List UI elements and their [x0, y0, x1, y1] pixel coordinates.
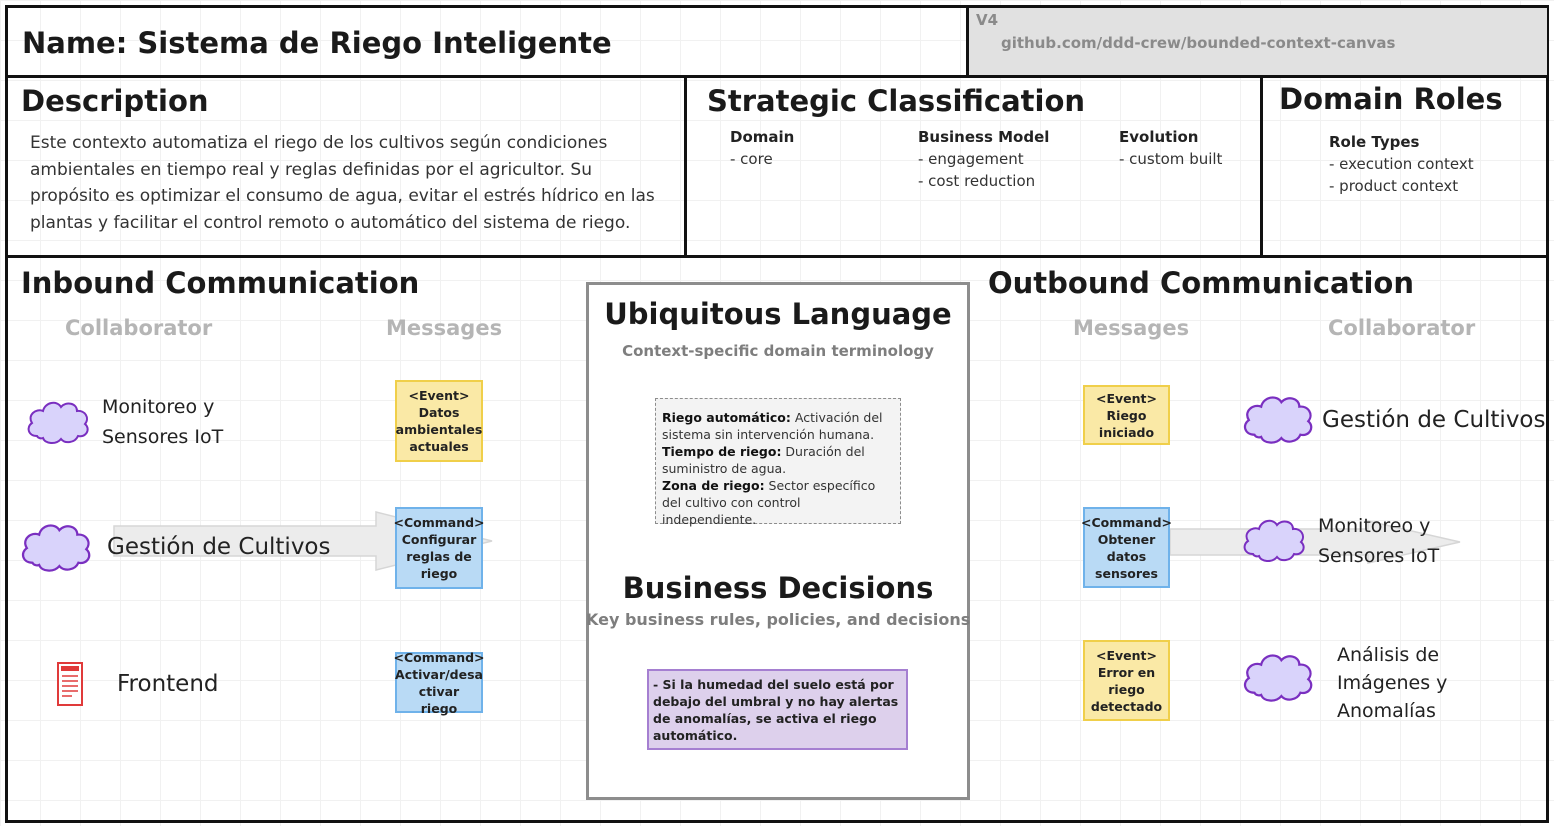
- outbound-collaborator-label: Gestión de Cultivos: [1322, 407, 1546, 433]
- description-title: Description: [21, 84, 209, 118]
- business-model-head: Business Model: [918, 128, 1050, 146]
- sticky-line: Riego: [1106, 407, 1147, 423]
- sticky-line: reglas de: [406, 549, 472, 564]
- frontend-icon: [57, 662, 83, 706]
- sticky-line: datos: [1106, 548, 1147, 564]
- sticky-type: <Command>: [393, 649, 485, 665]
- role-item: - product context: [1329, 177, 1459, 195]
- domain-item: - core: [730, 150, 773, 168]
- outbound-title: Outbound Communication: [988, 266, 1414, 300]
- inbound-collaborator-label: Sensores IoT: [102, 426, 224, 448]
- outbound-collaborator-label: Anomalías: [1337, 700, 1436, 722]
- outbound-collaborator-label: Sensores IoT: [1318, 545, 1440, 567]
- sticky-line: Datos: [418, 405, 460, 420]
- term-name: Zona de riego:: [662, 478, 765, 493]
- sticky-line: Configurar: [401, 532, 477, 547]
- inbound-collaborator-label: Frontend: [117, 671, 219, 697]
- sticky-line: actuales: [409, 439, 469, 454]
- sticky-line: ambientales: [395, 422, 483, 437]
- sticky-type: <Event>: [408, 388, 470, 403]
- canvas-frame: [5, 5, 1549, 823]
- inbound-collaborator-head: Collaborator: [65, 316, 213, 340]
- business-model-item: - engagement: [918, 150, 1024, 168]
- sticky-type: <Command>: [393, 515, 485, 530]
- sticky-line: iniciado: [1098, 424, 1155, 440]
- term-definition: Activación del sistema sin intervención …: [662, 410, 883, 442]
- divider-top-section: [5, 255, 1549, 258]
- cloud-icon: [1243, 654, 1313, 702]
- terminology-box: Riego automático: Activación del sistema…: [655, 398, 901, 527]
- outbound-command-sticky[interactable]: <Command> Obtener datos sensores: [1080, 507, 1173, 588]
- sticky-line: riego: [420, 566, 458, 581]
- cloud-icon: [1243, 396, 1313, 444]
- divider-version: [966, 5, 969, 77]
- business-model-item: - cost reduction: [918, 172, 1036, 190]
- inbound-title: Inbound Communication: [21, 266, 420, 300]
- ubiquitous-title: Ubiquitous Language: [604, 297, 952, 331]
- inbound-collaborator-label: Monitoreo y: [102, 396, 215, 418]
- term-name: Tiempo de riego:: [662, 444, 782, 459]
- outbound-messages-head: Messages: [1073, 316, 1190, 340]
- term-definition: Sector específico del cultivo con contro…: [662, 478, 876, 527]
- decision-note[interactable]: - Si la humedad del suelo está por debaj…: [647, 669, 908, 750]
- term-definition: Duración del suministro de agua.: [662, 444, 865, 476]
- sticky-line: Error en: [1097, 664, 1156, 680]
- version-label: V4: [976, 11, 999, 29]
- outbound-collaborator-label: Monitoreo y: [1318, 515, 1431, 537]
- term-entry: Zona de riego: Sector específico del cul…: [662, 477, 894, 528]
- sticky-line: Activar/desa: [395, 666, 483, 682]
- domain-roles-title: Domain Roles: [1279, 82, 1503, 116]
- evolution-head: Evolution: [1119, 128, 1199, 146]
- cloud-icon: [27, 401, 89, 444]
- domain-head: Domain: [730, 128, 795, 146]
- sticky-type: <Event>: [1096, 647, 1157, 663]
- sticky-line: sensores: [1095, 565, 1158, 581]
- sticky-line: detectado: [1090, 698, 1163, 714]
- inbound-collaborator-label: Gestión de Cultivos: [107, 534, 331, 560]
- divider-description: [684, 75, 687, 258]
- divider-strategic: [1260, 75, 1263, 258]
- outbound-event-sticky[interactable]: <Event> Riego iniciado: [1083, 385, 1170, 445]
- inbound-command-sticky[interactable]: <Command> Activar/desa ctivar riego: [393, 649, 485, 716]
- inbound-messages-head: Messages: [386, 316, 503, 340]
- outbound-arrow: [1169, 520, 1461, 564]
- inbound-event-sticky[interactable]: <Event> Datos ambientales actuales: [395, 380, 483, 462]
- role-item: - execution context: [1329, 155, 1474, 173]
- sticky-line: riego: [1108, 681, 1145, 697]
- sticky-type: <Command>: [1080, 514, 1173, 530]
- role-types-head: Role Types: [1329, 133, 1420, 151]
- cloud-icon: [21, 524, 91, 572]
- sticky-line: ctivar riego: [418, 683, 460, 716]
- cloud-icon: [1243, 519, 1305, 562]
- description-text: Este contexto automatiza el riego de los…: [30, 133, 655, 233]
- outbound-event-sticky[interactable]: <Event> Error en riego detectado: [1083, 640, 1170, 721]
- outbound-collaborator-label: Análisis de: [1337, 644, 1440, 666]
- term-name: Riego automático:: [662, 410, 791, 425]
- business-decisions-subtitle: Key business rules, policies, and decisi…: [586, 610, 971, 629]
- version-box: [968, 8, 1547, 77]
- business-decisions-title: Business Decisions: [622, 571, 934, 605]
- evolution-item: - custom built: [1119, 150, 1223, 168]
- term-entry: Tiempo de riego: Duración del suministro…: [662, 443, 894, 477]
- outbound-collaborator-head: Collaborator: [1328, 316, 1476, 340]
- strategic-title: Strategic Classification: [707, 84, 1086, 118]
- repo-link[interactable]: github.com/ddd-crew/bounded-context-canv…: [1001, 34, 1396, 52]
- ubiquitous-subtitle: Context-specific domain terminology: [622, 342, 934, 360]
- context-name: Name: Sistema de Riego Inteligente: [22, 26, 612, 60]
- inbound-command-sticky[interactable]: <Command> Configurar reglas de riego: [393, 507, 485, 589]
- sticky-line: Obtener: [1097, 531, 1156, 547]
- divider-header: [5, 75, 1549, 78]
- term-entry: Riego automático: Activación del sistema…: [662, 409, 894, 443]
- sticky-type: <Event>: [1096, 390, 1157, 406]
- outbound-collaborator-label: Imágenes y: [1337, 672, 1448, 694]
